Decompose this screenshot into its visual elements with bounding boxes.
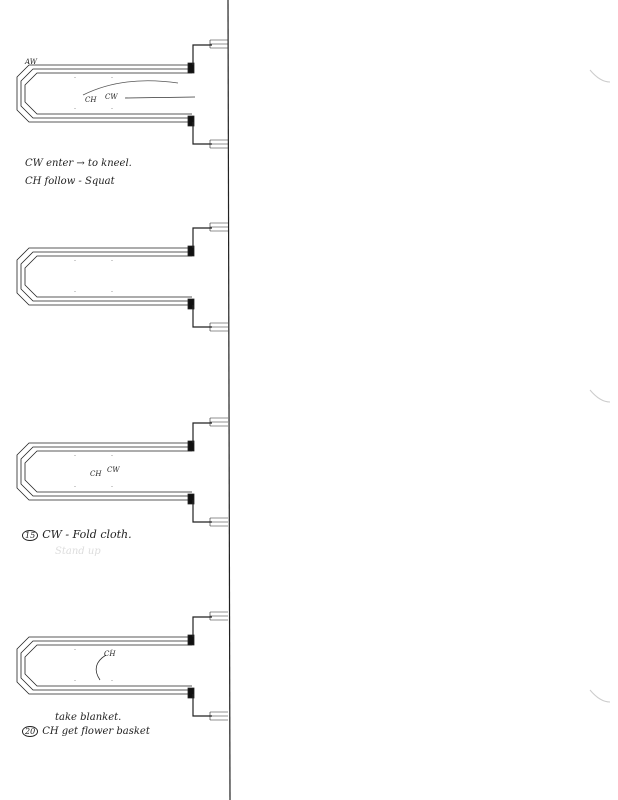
- wall-bracket: [192, 616, 212, 637]
- pew-rail-outline: [24, 72, 192, 115]
- position-label-ch: CH: [104, 650, 116, 658]
- faint-note: Stand up: [55, 546, 101, 557]
- door-step: [209, 322, 228, 332]
- note-text: CH get flower basket: [42, 726, 150, 737]
- wall-bracket: [192, 227, 212, 248]
- position-label-ch: CH: [85, 96, 97, 104]
- wall-bracket: [192, 305, 212, 328]
- movement-arrow: [82, 80, 179, 96]
- movement-arrow: [95, 654, 107, 681]
- note-line: CH follow - Squat: [25, 176, 115, 187]
- note-line: CW enter → to kneel.: [25, 158, 132, 169]
- door-step: [209, 39, 228, 49]
- pew-rail-outline: [20, 446, 192, 497]
- door-step: [209, 711, 228, 721]
- post-marker: [187, 634, 195, 646]
- wall-bracket: [192, 122, 212, 145]
- door-step: [209, 517, 228, 527]
- door-step: [209, 222, 228, 232]
- step-number: 20: [22, 726, 39, 737]
- pew-rail-outline: [20, 640, 192, 691]
- door-step: [209, 417, 228, 427]
- wall-bracket: [192, 44, 212, 65]
- post-marker: [187, 62, 195, 74]
- post-marker: [187, 440, 195, 452]
- pew-rail-outline: [16, 247, 192, 306]
- pew-rail-outline: [24, 255, 192, 298]
- pew-rail-outline: [24, 450, 192, 493]
- movement-arrow: [124, 96, 196, 99]
- note-line: take blanket.: [55, 712, 122, 723]
- punch-hole-mark: [589, 689, 611, 703]
- position-label-cw: CW: [107, 466, 120, 474]
- wall-bracket: [192, 500, 212, 523]
- position-label-ch: CH: [90, 470, 102, 478]
- pew-rail-outline: [16, 64, 192, 123]
- page-divider-line: [227, 0, 231, 800]
- pew-rail-outline: [20, 68, 192, 119]
- pew-rail-outline: [16, 442, 192, 501]
- note-text: CW - Fold cloth.: [42, 528, 132, 541]
- wall-bracket: [192, 422, 212, 443]
- punch-hole-mark: [589, 69, 611, 83]
- pew-rail-outline: [16, 636, 192, 695]
- pew-rail-outline: [20, 251, 192, 302]
- post-marker: [187, 245, 195, 257]
- door-step: [209, 611, 228, 621]
- punch-hole-mark: [589, 389, 611, 403]
- pew-rail-outline: [24, 644, 192, 687]
- door-step: [209, 139, 228, 149]
- step-number: 15: [22, 530, 39, 541]
- position-label-cw: CW: [105, 93, 118, 101]
- wall-bracket: [192, 694, 212, 717]
- corner-label-aw: AW: [25, 58, 37, 66]
